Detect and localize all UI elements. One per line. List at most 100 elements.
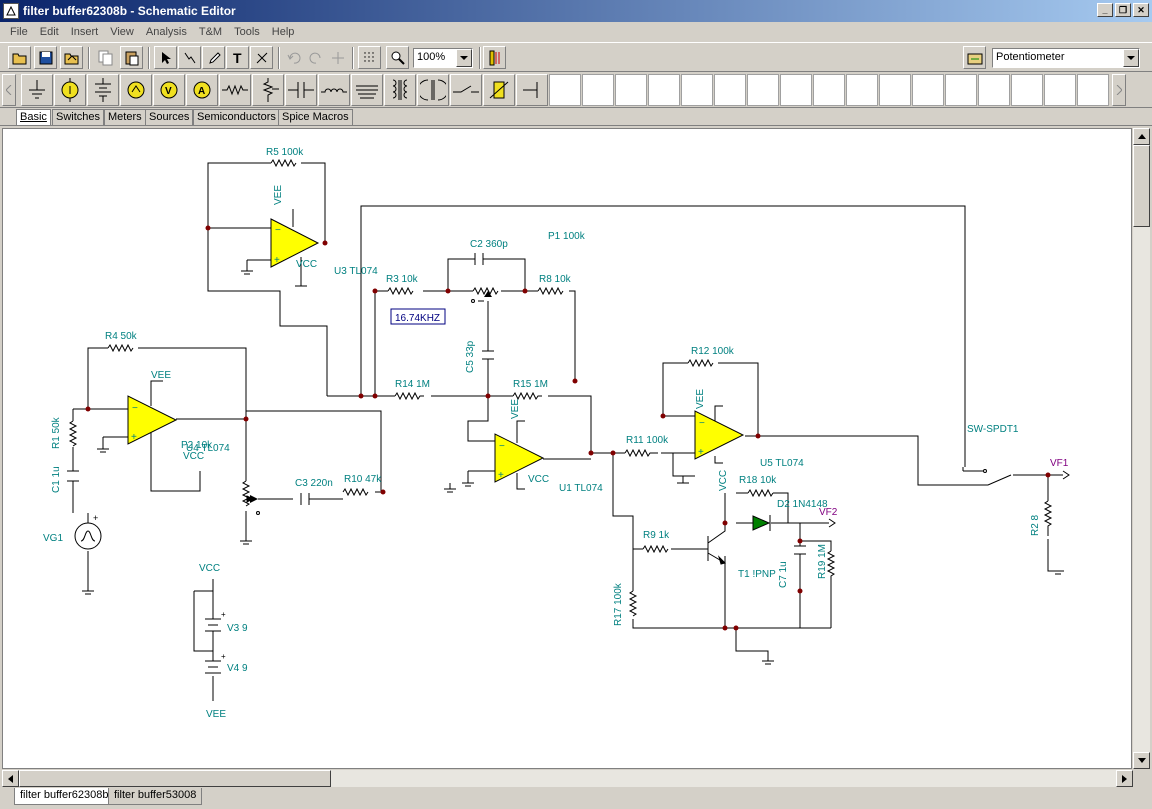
text-tool-icon[interactable]: T (226, 46, 249, 69)
menu-tm[interactable]: T&M (198, 25, 223, 38)
empty-slot[interactable] (1077, 74, 1109, 106)
opamp-u4: − + (97, 380, 178, 453)
opamp-u1: − + (462, 420, 545, 490)
empty-slot[interactable] (846, 74, 878, 106)
menu-insert[interactable]: Insert (70, 25, 99, 38)
vertical-scroll-thumb[interactable] (1133, 145, 1150, 227)
open-file-icon[interactable] (60, 46, 83, 69)
component-select[interactable]: Potentiometer (992, 48, 1140, 68)
voltmeter-icon[interactable]: V (153, 74, 185, 106)
empty-slot[interactable] (549, 74, 581, 106)
menu-help[interactable]: Help (271, 25, 295, 38)
potentiometer-icon[interactable] (252, 74, 284, 106)
empty-slot[interactable] (945, 74, 977, 106)
coupled-inductor-icon[interactable] (384, 74, 416, 106)
copy-icon[interactable] (94, 46, 117, 69)
label-d2: D2 1N4148 (777, 499, 828, 510)
scroll-down-icon[interactable] (1133, 752, 1150, 769)
label-p1: P1 100k (548, 231, 586, 242)
scroll-right-icon[interactable] (1116, 770, 1133, 787)
empty-slot[interactable] (879, 74, 911, 106)
empty-slot[interactable] (813, 74, 845, 106)
empty-slot[interactable] (912, 74, 944, 106)
tab-filter-buffer62308b[interactable]: filter buffer62308b (14, 788, 115, 805)
pencil-icon[interactable] (202, 46, 225, 69)
empty-slot[interactable] (780, 74, 812, 106)
tab-filter-buffer53008[interactable]: filter buffer53008 (108, 788, 203, 805)
batteries: + + (205, 610, 226, 674)
ground-icon[interactable] (21, 74, 53, 106)
ideal-transformer-icon[interactable] (417, 74, 449, 106)
schematic-canvas[interactable]: − + − + − + − (2, 128, 1132, 769)
voltage-source-icon[interactable] (54, 74, 86, 106)
tab-sources[interactable]: Sources (145, 109, 194, 125)
horizontal-scroll-thumb[interactable] (19, 770, 331, 787)
resistor-icon[interactable] (219, 74, 251, 106)
tab-switches[interactable]: Switches (52, 109, 105, 125)
tab-spice-macros[interactable]: Spice Macros (278, 109, 353, 125)
main-toolbar: T 100% Potentiometer (0, 42, 1152, 72)
tab-semiconductors[interactable]: Semiconductors (193, 109, 280, 125)
horizontal-scrollbar[interactable] (2, 770, 1133, 787)
minimize-button[interactable]: _ (1097, 3, 1113, 17)
undo-icon[interactable] (282, 46, 305, 69)
tab-meters[interactable]: Meters (104, 109, 146, 125)
select-pointer-icon[interactable] (154, 46, 177, 69)
scroll-left-icon[interactable] (2, 74, 16, 106)
tab-basic[interactable]: Basic (16, 109, 51, 125)
label-r18: R18 10k (739, 475, 777, 486)
redo-icon[interactable] (304, 46, 327, 69)
wire-end-icon[interactable] (516, 74, 548, 106)
menu-view[interactable]: View (110, 25, 134, 38)
opamp-u5: − + (677, 405, 745, 484)
move-icon[interactable] (326, 46, 349, 69)
vertical-scrollbar[interactable] (1133, 128, 1150, 769)
inductor-icon[interactable] (318, 74, 350, 106)
scroll-right-icon[interactable] (1112, 74, 1126, 106)
menu-file[interactable]: File (10, 25, 28, 38)
battery-icon[interactable] (87, 74, 119, 106)
svg-text:−: − (699, 418, 705, 429)
current-source-icon[interactable] (120, 74, 152, 106)
p2-wiper (250, 495, 258, 503)
close-button[interactable]: ✕ (1133, 3, 1149, 17)
label-vcc-u4: VCC (183, 451, 204, 462)
scroll-left-icon[interactable] (2, 770, 19, 787)
empty-slot[interactable] (747, 74, 779, 106)
component-probe-icon[interactable] (483, 46, 506, 69)
empty-slot[interactable] (648, 74, 680, 106)
component-category-tabs: Basic Switches Meters Sources Semiconduc… (0, 108, 1152, 126)
capacitor-icon[interactable] (285, 74, 317, 106)
switch-icon[interactable] (450, 74, 482, 106)
restore-button[interactable]: ❐ (1115, 3, 1131, 17)
svg-text:+: + (131, 432, 137, 443)
place-component-icon[interactable] (963, 46, 986, 69)
chevron-down-icon[interactable] (1123, 49, 1139, 67)
transformer-icon[interactable] (351, 74, 383, 106)
empty-slot[interactable] (1044, 74, 1076, 106)
app-icon[interactable] (3, 3, 19, 19)
delete-wire-icon[interactable] (250, 46, 273, 69)
zoom-select[interactable]: 100% (413, 48, 473, 68)
menu-tools[interactable]: Tools (234, 25, 260, 38)
zoom-icon[interactable] (386, 46, 409, 69)
scroll-up-icon[interactable] (1133, 128, 1150, 145)
grid-icon[interactable] (358, 46, 381, 69)
open-folder-icon[interactable] (8, 46, 31, 69)
paste-icon[interactable] (120, 46, 143, 69)
empty-slot[interactable] (1011, 74, 1043, 106)
menu-edit[interactable]: Edit (39, 25, 59, 38)
empty-slot[interactable] (714, 74, 746, 106)
label-r5: R5 100k (266, 147, 304, 158)
wire-tool-icon[interactable] (178, 46, 201, 69)
empty-slot[interactable] (582, 74, 614, 106)
varistor-icon[interactable] (483, 74, 515, 106)
save-icon[interactable] (34, 46, 57, 69)
empty-slot[interactable] (681, 74, 713, 106)
menu-analysis[interactable]: Analysis (145, 25, 187, 38)
chevron-down-icon[interactable] (456, 49, 472, 67)
empty-slot[interactable] (615, 74, 647, 106)
empty-slot[interactable] (978, 74, 1010, 106)
ammeter-icon[interactable]: A (186, 74, 218, 106)
svg-text:+: + (698, 447, 704, 458)
